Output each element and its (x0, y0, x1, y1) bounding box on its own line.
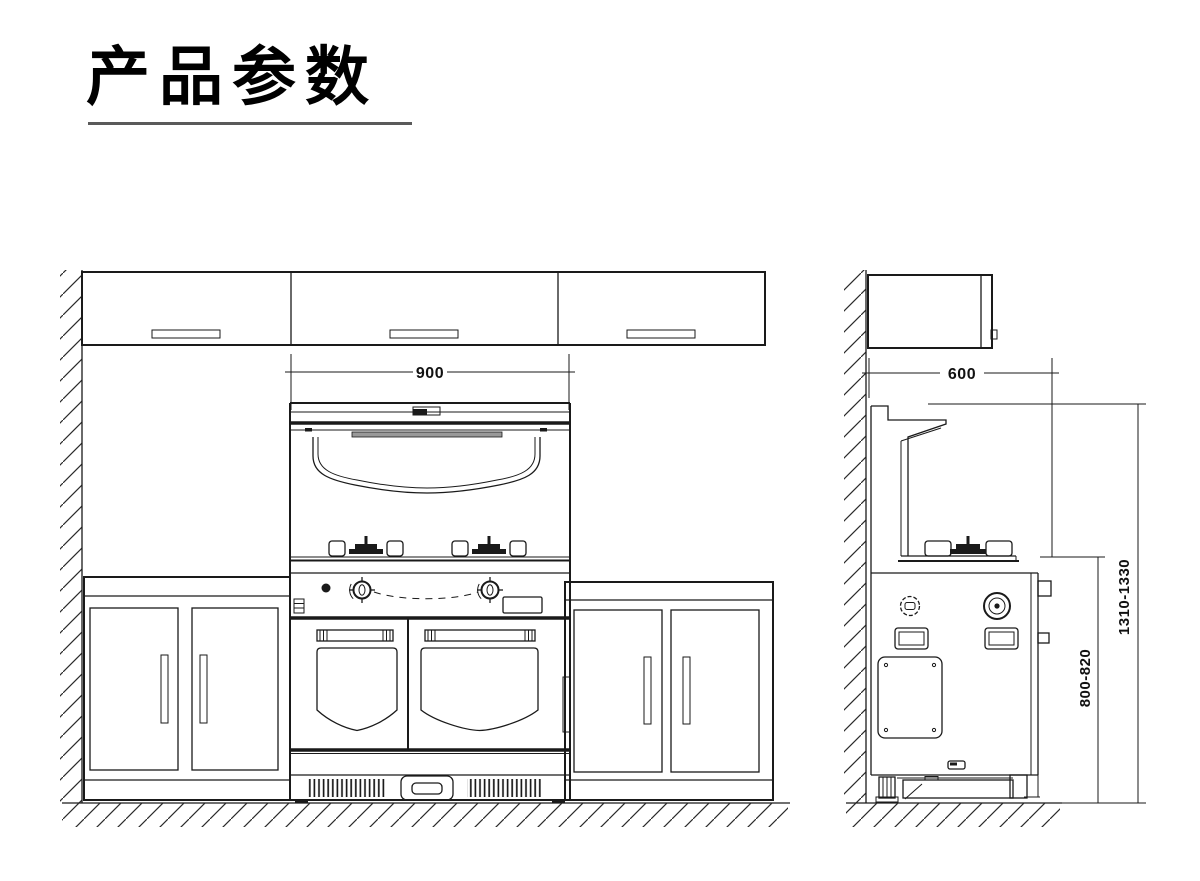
oven-window-right (420, 647, 539, 732)
access-panel (877, 656, 943, 739)
dimension-900-label: 900 (416, 365, 444, 382)
cabinet-door (670, 609, 760, 773)
wall-hatch-left (60, 270, 82, 803)
floor-hatch-side (846, 803, 1060, 827)
base-drawer-handle (400, 775, 454, 801)
base-cabinet-left (83, 576, 291, 801)
stove-side-rail (562, 676, 571, 733)
oven-door-right (420, 629, 539, 732)
foot-left (875, 776, 899, 803)
upper-cabinet-handle (151, 329, 221, 339)
side-bracket-top (1037, 580, 1052, 597)
vent-grille-icon (293, 598, 305, 614)
burner-left (328, 536, 404, 557)
base-cabinet-right (562, 581, 774, 801)
foot-right (1009, 774, 1040, 799)
knob-link-curve (373, 591, 479, 600)
side-bracket-bottom (1037, 632, 1050, 644)
vent-slots-left (307, 779, 386, 797)
door-handle (160, 654, 169, 724)
service-slot (947, 760, 966, 770)
side-upper-cabinet (867, 274, 998, 349)
floor-hatch-front (62, 803, 788, 827)
width-dimension: 900 (285, 354, 575, 410)
upper-cabinet-handle (626, 329, 696, 339)
title-underline (88, 122, 412, 125)
hood-light-bar (351, 431, 503, 438)
door-handle (682, 656, 691, 725)
oven-window-left (316, 647, 398, 732)
vent-base (290, 774, 570, 804)
control-knob-left (349, 577, 375, 603)
gas-inlet-small (899, 595, 921, 617)
side-burner (924, 536, 1013, 557)
front-view: 900 (60, 270, 790, 827)
hood-glass-panel (312, 437, 541, 494)
vent-slots-right (467, 779, 541, 797)
range-hood (290, 406, 570, 494)
side-vent-right (984, 627, 1019, 650)
cabinet-door (191, 607, 279, 771)
stove-side-profile (870, 405, 1052, 803)
upper-cabinet-handle (389, 329, 459, 339)
cabinet-door (89, 607, 179, 771)
door-handle (643, 656, 652, 725)
display-window (502, 596, 543, 614)
page-title: 产品参数 (86, 41, 378, 115)
depth-dimension: 600 (862, 358, 1059, 557)
height-dimension-overall: 1310-1330 (928, 403, 1146, 804)
oven-door-left (316, 629, 398, 732)
side-vent-left (894, 627, 929, 650)
burner-right (451, 536, 527, 557)
oven-doors (290, 616, 570, 754)
control-knob-right (477, 577, 503, 603)
upper-cabinets (81, 271, 766, 346)
bottom-tray (897, 776, 1014, 800)
dimension-800-820-label: 800-820 (1077, 649, 1094, 708)
height-dimension-counter: 800-820 (1040, 556, 1105, 803)
gas-inlet-large (983, 592, 1011, 620)
power-dot (321, 583, 331, 593)
wall-hatch-side (844, 270, 866, 803)
integrated-stove (289, 402, 571, 804)
oven-handle-left (316, 629, 394, 642)
door-handle (199, 654, 208, 724)
side-view: 600 (844, 270, 1146, 827)
oven-handle-right (424, 629, 536, 642)
cabinet-door (573, 609, 663, 773)
upper-cabinet-handle-side (990, 329, 998, 340)
dimension-600-label: 600 (948, 366, 976, 383)
control-panel (290, 572, 570, 614)
dimension-1310-1330-label: 1310-1330 (1116, 559, 1133, 635)
